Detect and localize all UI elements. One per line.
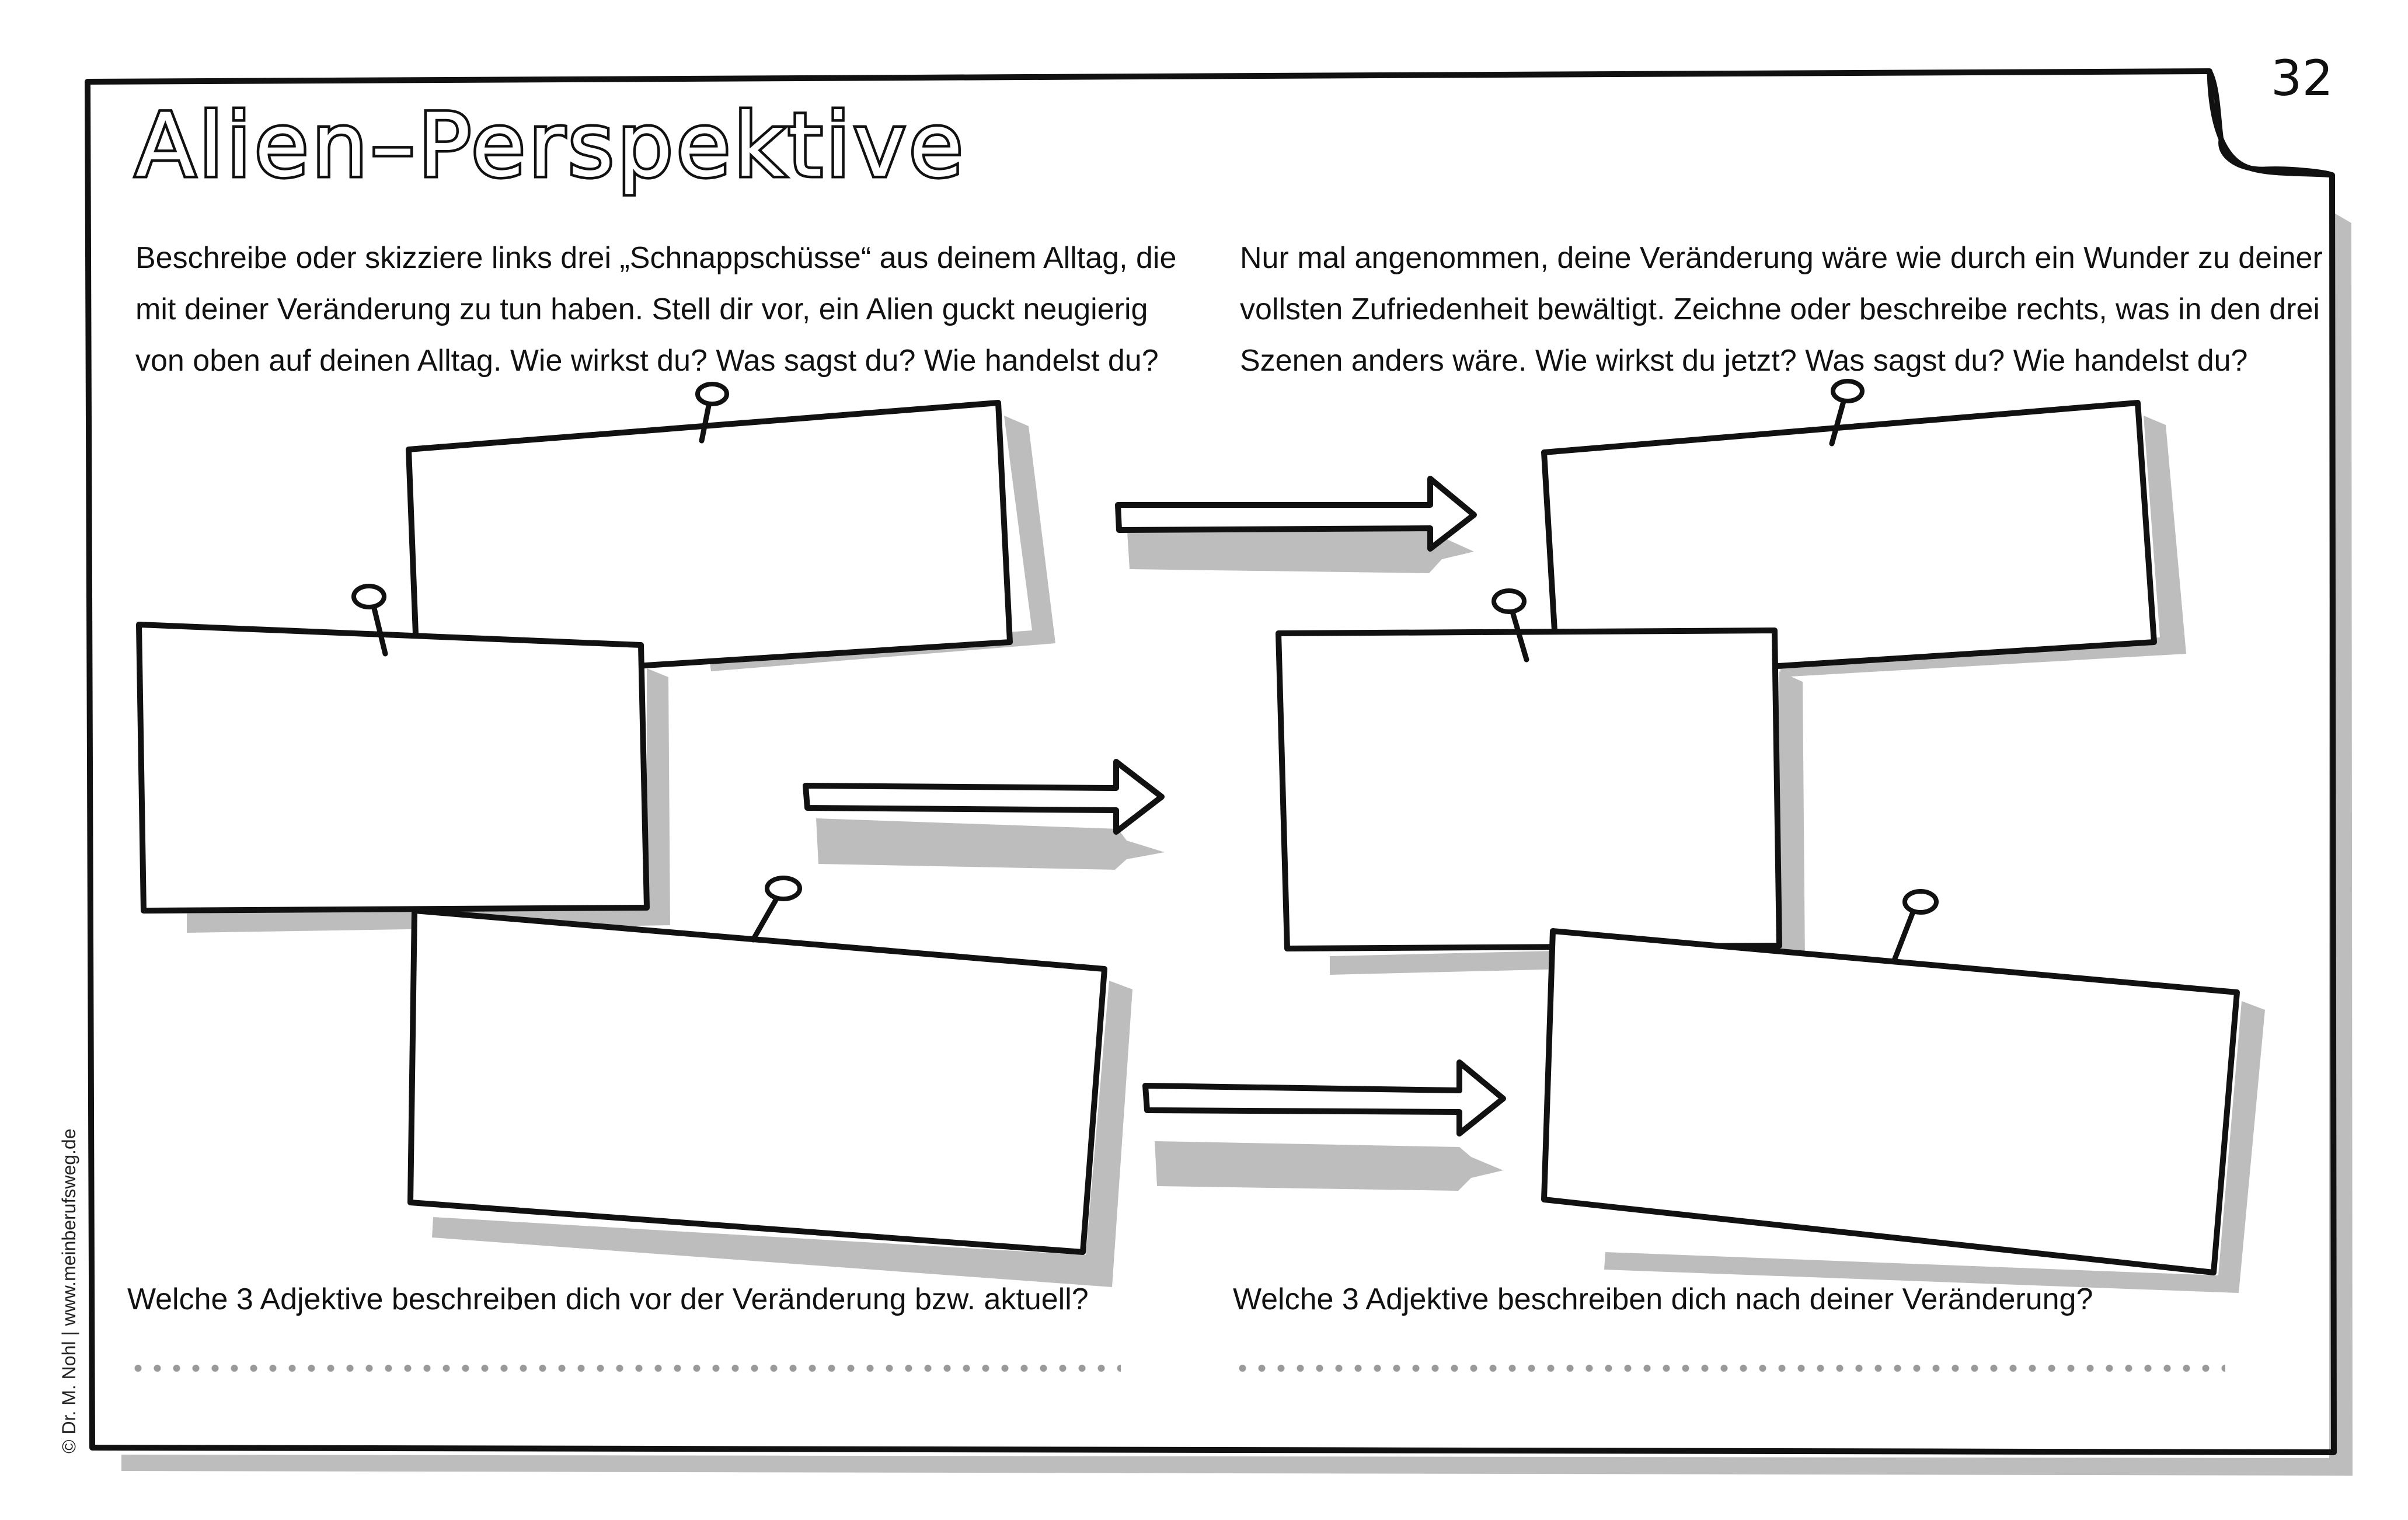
scene-before-1-shadow	[709, 416, 1055, 671]
page-title: Alien–Perspektive	[133, 95, 967, 197]
answer-line-after[interactable]	[1233, 1364, 2225, 1373]
scene-before-3-shadow	[432, 981, 1132, 1287]
scene-after-3-frame	[1541, 928, 2240, 1275]
arrow-right-icon	[803, 759, 1165, 870]
arrow-right-icon	[1142, 1059, 1506, 1191]
page-frame	[85, 68, 2337, 1455]
copyright-notice: © Dr. M. Nohl | www.meinberufsweg.de	[58, 1128, 79, 1453]
pushpin-icon	[1891, 889, 1939, 963]
scene-before-3-frame	[407, 908, 1107, 1255]
scene-after-1-shadow	[1780, 416, 2186, 677]
adjectives-question-after: Welche 3 Adjektive beschreiben dich nach…	[1233, 1282, 2093, 1316]
pushpin-icon	[351, 584, 388, 657]
answer-line-before[interactable]	[128, 1364, 1121, 1373]
arrow-right-icon	[1115, 476, 1477, 573]
scene-after-2-frame	[1276, 627, 1782, 951]
pushpin-icon	[695, 382, 729, 444]
pushpin-icon	[1492, 588, 1529, 663]
page-curl-corner	[2207, 68, 2335, 178]
pushpin-icon	[750, 876, 802, 943]
instructions-right: Nur mal angenommen, deine Veränderung wä…	[1240, 241, 2323, 378]
page-number: 32	[2271, 50, 2333, 107]
scene-after-3-shadow	[1604, 1001, 2265, 1293]
scene-after-1-frame	[1541, 400, 2157, 683]
pushpin-icon	[1829, 379, 1865, 447]
scene-before-2-frame	[136, 622, 650, 914]
adjectives-question-before: Welche 3 Adjektive beschreiben dich vor …	[127, 1282, 1089, 1316]
instructions-left: Beschreibe oder skizziere links drei „Sc…	[135, 241, 1177, 378]
scene-before-1-frame	[406, 400, 1013, 683]
